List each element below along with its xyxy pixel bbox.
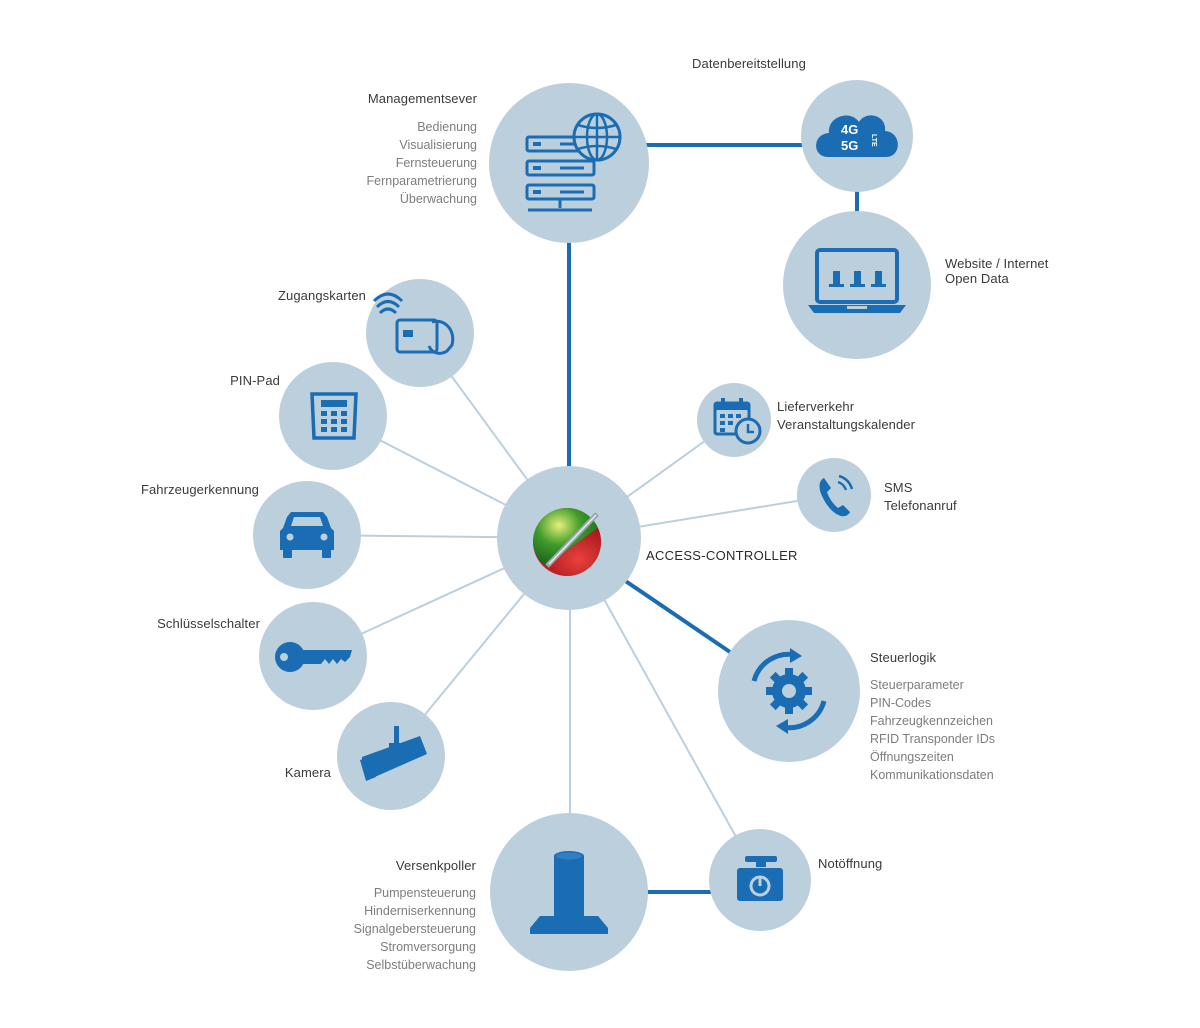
cloud-4g-5g-lte-icon: 4G 5G LTE (816, 115, 898, 157)
label-versenkpoller: Versenkpoller (395, 858, 476, 873)
list-item: Öffnungszeiten (870, 750, 954, 764)
car-icon (280, 512, 334, 558)
traffic-light-logo-icon (533, 507, 602, 576)
list-item: RFID Transponder IDs (870, 732, 996, 746)
list-item: Selbstüberwachung (366, 958, 476, 972)
connector-steuerlogik (622, 578, 732, 654)
label-line: Open Data (945, 271, 1009, 286)
list-item: PIN-Codes (870, 696, 932, 710)
list-item: Stromversorgung (380, 940, 476, 954)
label-website: Website / Internet Open Data (945, 256, 1048, 286)
list-steuerlogik: Steuerparameter PIN-Codes Fahrzeugkennze… (870, 676, 995, 784)
list-item: Pumpensteuerung (373, 886, 476, 900)
label-line: Veranstaltungskalender (777, 417, 916, 432)
label-line: SMS (884, 480, 913, 495)
thick-connectors (567, 143, 859, 894)
list-versenkpoller: Pumpensteuerung Hinderniserkennung Signa… (354, 884, 476, 974)
list-item: Steuerparameter (870, 678, 964, 692)
gear-cycle-icon (751, 648, 827, 734)
key-icon (275, 642, 352, 672)
list-item: Fahrzeugkennzeichen (870, 714, 993, 728)
list-item: Überwachung (399, 192, 477, 206)
circle-telefon (797, 458, 871, 532)
label-schluesselschalter: Schlüsselschalter (157, 616, 260, 631)
cloud-text-4g: 4G (841, 122, 858, 137)
label-kamera: Kamera (284, 765, 331, 780)
label-managementserver: Managementsever (367, 91, 477, 106)
label-access-controller: ACCESS-CONTROLLER (646, 548, 798, 563)
contactless-card-icon (372, 292, 455, 355)
list-item: Visualisierung (399, 138, 477, 152)
label-datenbereitstellung: Datenbereitstellung (692, 56, 806, 71)
list-item: Fernparametrierung (366, 174, 477, 188)
laptop-bollards-icon (808, 248, 906, 313)
label-pinpad: PIN-Pad (230, 373, 280, 388)
circle-zugangskarten (366, 279, 474, 387)
label-notoeffnung: Notöffnung (818, 856, 883, 871)
list-managementserver: Bedienung Visualisierung Fernsteuerung F… (367, 118, 477, 208)
label-fahrzeugerkennung: Fahrzeugerkennung (140, 482, 259, 497)
list-item: Kommunikationsdaten (870, 768, 994, 782)
server-globe-icon (525, 112, 622, 212)
label-zugangskarten: Zugangskarten (277, 288, 366, 303)
calendar-clock-icon (713, 398, 762, 445)
label-telefon: SMS Telefonanruf (884, 479, 957, 515)
bollard-icon (530, 851, 608, 934)
keypad-icon (310, 392, 358, 440)
cloud-text-5g: 5G (841, 138, 858, 153)
camera-icon (360, 726, 427, 781)
label-steuerlogik: Steuerlogik (870, 650, 937, 665)
list-item: Signalgebersteuerung (353, 922, 476, 936)
label-line: Telefonanruf (884, 498, 957, 513)
list-item: Fernsteuerung (395, 156, 477, 170)
label-line: Lieferverkehr (777, 399, 855, 414)
circle-managementserver (489, 83, 649, 243)
label-kalender: Lieferverkehr Veranstaltungskalender (777, 398, 915, 434)
cloud-text-lte: LTE (870, 134, 877, 147)
phone-icon (819, 474, 854, 517)
emergency-button-icon (737, 856, 783, 901)
list-item: Bedienung (417, 120, 477, 134)
list-item: Hinderniserkennung (364, 904, 476, 918)
circle-kalender (697, 383, 771, 457)
label-line: Website / Internet (945, 256, 1049, 271)
